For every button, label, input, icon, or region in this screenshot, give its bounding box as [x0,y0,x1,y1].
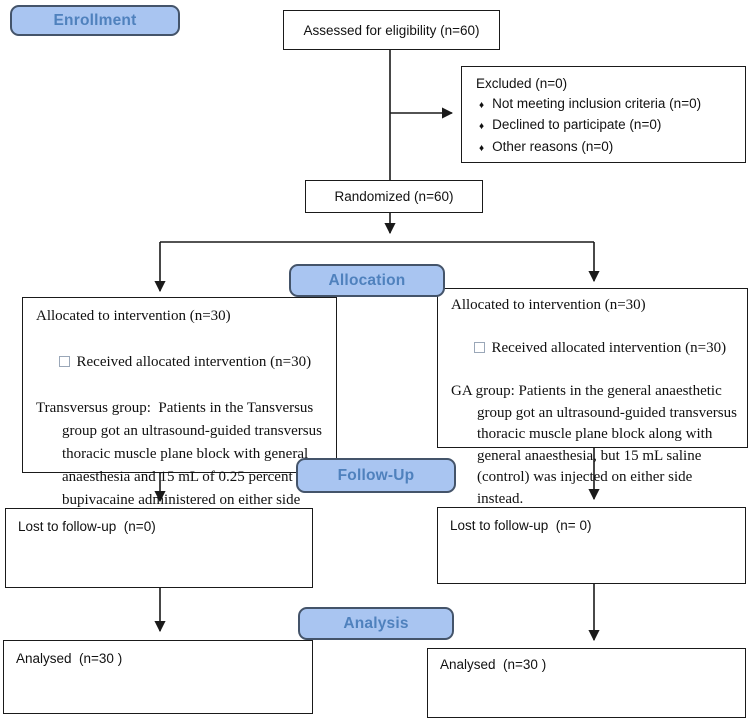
randomized-box: Randomized (n=60) [305,180,483,213]
group-description-line: GA group: Patients in the general anaest… [451,383,722,399]
analysis-phase-label: Analysis [343,614,409,632]
received-count-line: Received allocated intervention (n=30) [451,317,741,382]
followup-phase-label: Follow-Up [337,466,415,484]
lost-followup-text: Lost to follow-up (n= 0) [450,518,592,533]
lost-followup-text: Lost to follow-up (n=0) [18,519,156,534]
excluded-item: ♦ Declined to participate (n=0) [476,115,737,137]
excluded-item-text: Not meeting inclusion criteria (n=0) [492,95,702,111]
lost-followup-right-box: Lost to follow-up (n= 0) [437,507,746,584]
assessed-eligibility-text: Assessed for eligibility (n=60) [303,22,480,38]
analysed-text: Analysed (n=30 ) [16,651,123,666]
group-description-line: group got an ultrasound-guided transvers… [477,404,737,421]
diamond-bullet-icon: ♦ [479,99,485,111]
checkbox-icon [473,342,485,353]
group-description-line: thoracic muscle plane block along with [477,426,713,442]
analysed-left-box: Analysed (n=30 ) [3,640,313,714]
group-description-line: anaesthesia and 15 mL of 0.25 percent [62,469,293,485]
enrollment-phase-label: Enrollment [53,11,137,29]
excluded-title: Excluded (n=0) [476,76,568,91]
group-description-line: bupivacaine administered on either side [62,492,301,508]
allocation-control-box: Allocated to intervention (n=30) Receive… [437,288,748,507]
excluded-item: ♦ Other reasons (n=0) [476,137,737,159]
allocation-phase-badge: Allocation [289,264,445,297]
received-count-line: Received allocated intervention (n=30) [36,328,330,397]
group-description-line: thoracic muscle plane block with general [62,446,309,462]
lost-followup-left-box: Lost to follow-up (n=0) [5,508,313,588]
analysed-right-box: Analysed (n=30 ) [427,648,746,718]
group-description-line: group got an ultrasound-guided transvers… [62,423,322,439]
analysed-text: Analysed (n=30 ) [440,657,547,672]
received-count-text: Received allocated intervention (n=30) [491,340,727,356]
allocation-intervention-box: Allocated to intervention (n=30) Receive… [22,297,337,508]
diamond-bullet-icon: ♦ [479,142,485,154]
group-description-line: (control) was injected on either side in… [477,469,697,507]
checkbox-icon [58,356,70,367]
allocated-count-line: Allocated to intervention (n=30) [451,297,646,313]
excluded-item-text: Other reasons (n=0) [492,138,614,154]
excluded-item-text: Declined to participate (n=0) [492,117,662,132]
group-description-line: Transversus group: Patients in the Tansv… [36,400,314,416]
group-description-line: general anaesthesia, but 15 mL saline [477,447,702,464]
allocation-phase-label: Allocation [328,271,406,289]
analysis-phase-badge: Analysis [298,607,454,640]
received-count-text: Received allocated intervention (n=30) [76,354,312,370]
enrollment-phase-badge: Enrollment [10,5,180,36]
followup-phase-badge: Follow-Up [296,458,456,493]
diamond-bullet-icon: ♦ [479,121,485,132]
excluded-item: ♦ Not meeting inclusion criteria (n=0) [476,94,737,116]
assessed-eligibility-box: Assessed for eligibility (n=60) [283,10,500,50]
randomized-text: Randomized (n=60) [334,189,454,204]
allocated-count-line: Allocated to intervention (n=30) [36,308,231,324]
excluded-box: Excluded (n=0) ♦ Not meeting inclusion c… [461,66,746,163]
